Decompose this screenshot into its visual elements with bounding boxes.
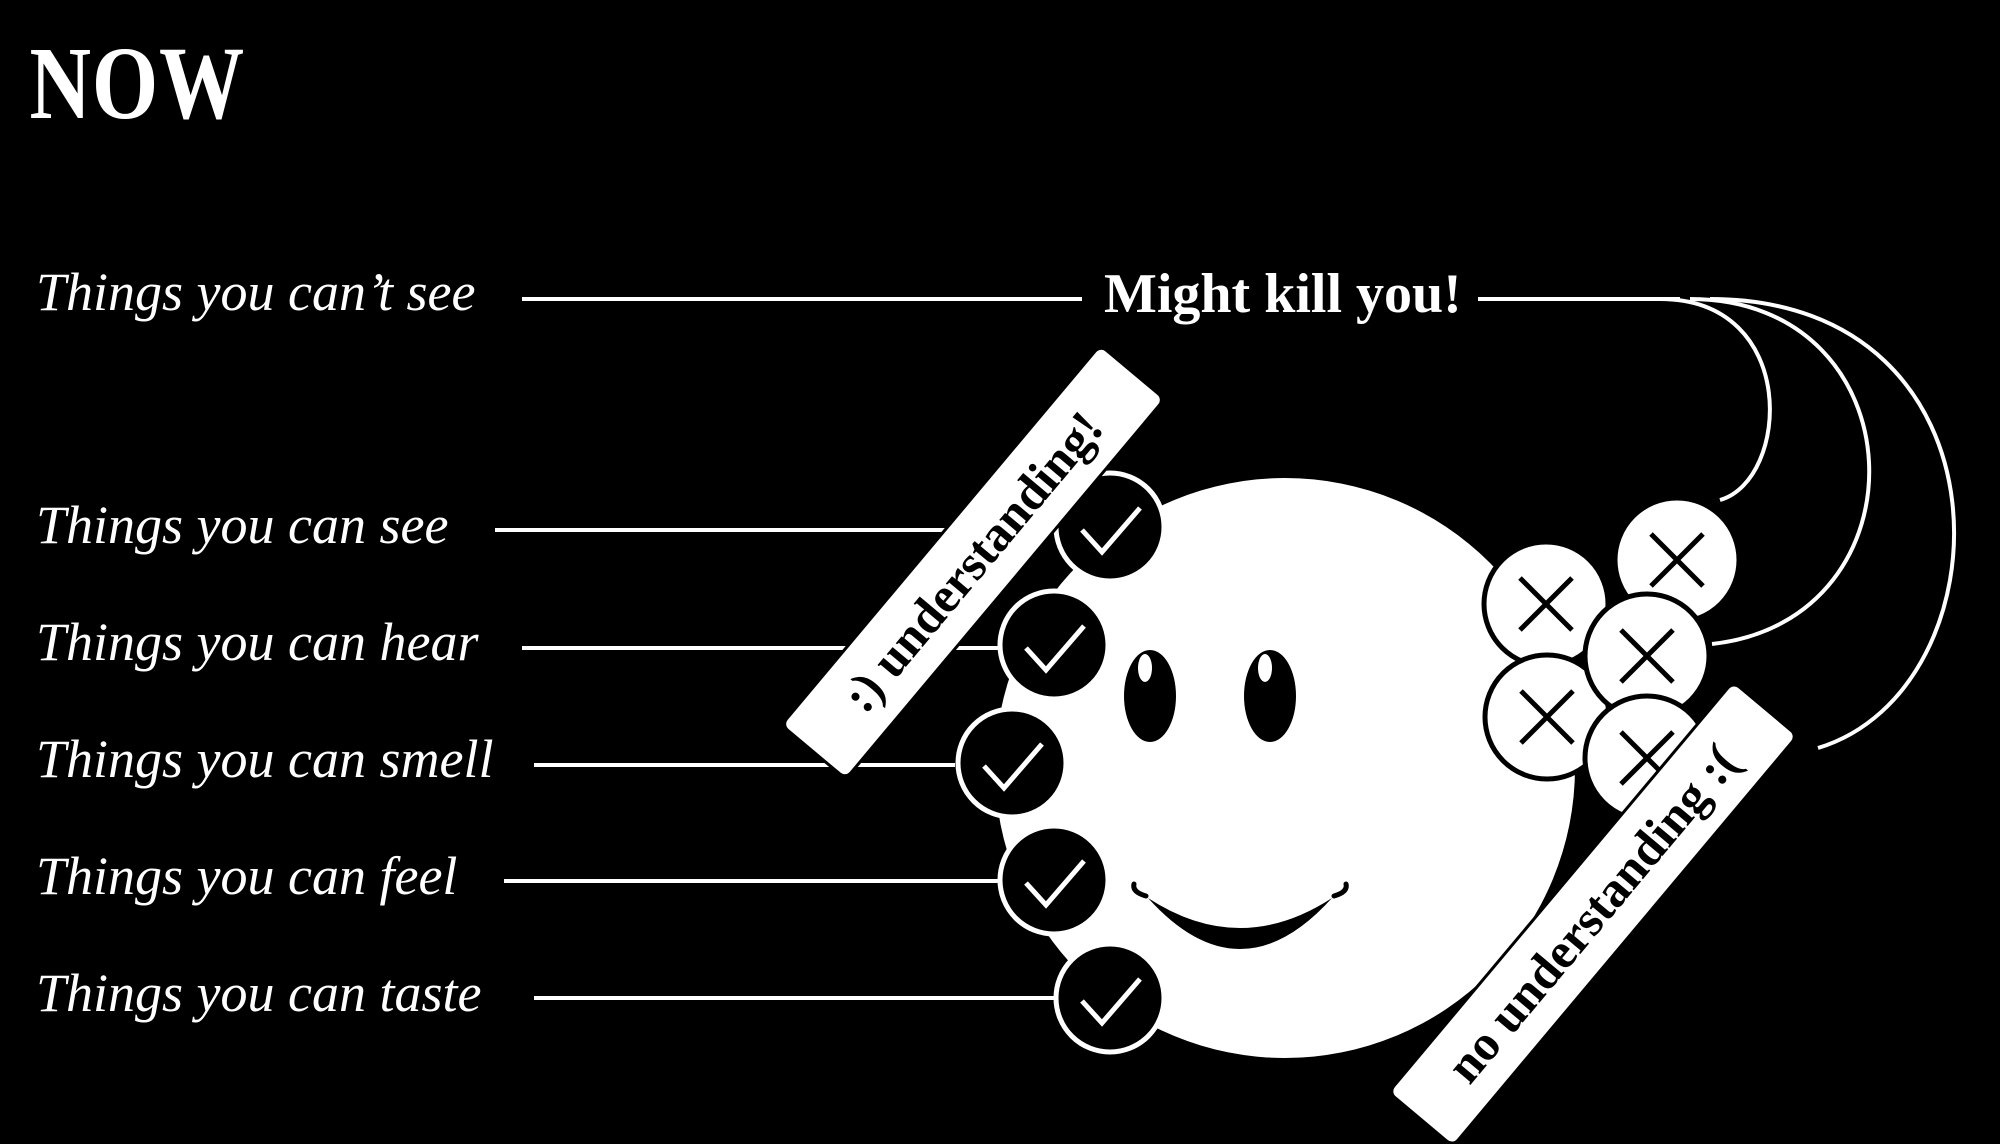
cross-icon xyxy=(1612,495,1742,625)
sense-label-smell: Things you can smell xyxy=(36,729,493,789)
danger-label: Might kill you! xyxy=(1104,263,1462,325)
sense-label-taste: Things you can taste xyxy=(36,963,481,1023)
sense-label-hear: Things you can hear xyxy=(36,612,479,672)
cross-icon xyxy=(1482,652,1612,782)
danger-arc xyxy=(1659,297,1772,502)
page-title: NOW xyxy=(30,25,246,141)
check-icon xyxy=(1053,941,1167,1055)
cross-icon xyxy=(1481,539,1611,669)
unseen-label: Things you can’t see xyxy=(36,262,475,322)
danger-arc xyxy=(1709,297,1957,750)
check-icon xyxy=(955,706,1069,820)
right-eye xyxy=(1244,650,1296,742)
check-icon xyxy=(1053,470,1167,584)
danger-arc xyxy=(1689,297,1871,646)
check-icon xyxy=(997,588,1111,702)
sense-label-see: Things you can see xyxy=(36,495,448,555)
left-eye xyxy=(1124,650,1176,742)
smile-mouth xyxy=(1148,898,1332,949)
smiley-face-icon xyxy=(995,478,1575,1058)
sense-label-feel: Things you can feel xyxy=(36,846,457,906)
check-icon xyxy=(997,823,1111,937)
